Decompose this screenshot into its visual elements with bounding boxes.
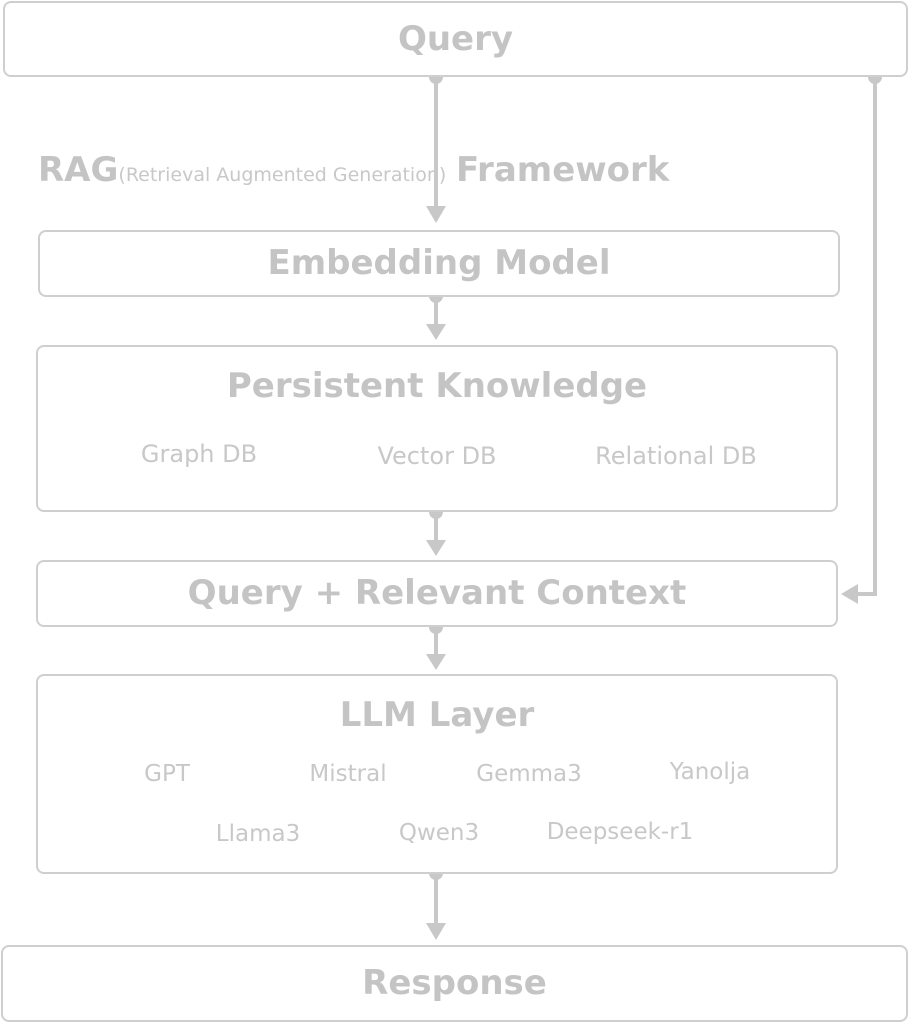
llm-qwen3-label: Qwen3 (398, 820, 480, 846)
llm-gpt-label: GPT (144, 761, 190, 787)
graph-db-label: Graph DB (140, 440, 258, 468)
llm-layer-box: LLM Layer GPT Mistral Gemma3 Yanolja Lla… (36, 674, 838, 874)
persistent-knowledge-box: Persistent Knowledge Graph DB Vector DB … (36, 345, 838, 512)
llm-gemma3-label: Gemma3 (476, 761, 582, 787)
embedding-model-box: Embedding Model (38, 230, 840, 297)
vector-db-label: Vector DB (377, 442, 497, 470)
arrow-context-to-llm (426, 620, 446, 670)
response-box: Response (1, 945, 908, 1022)
arrow-llm-to-response (426, 866, 446, 940)
llm-layer-title: LLM Layer (339, 695, 535, 735)
relational-db-label: Relational DB (595, 442, 757, 470)
query-context-box: Query + Relevant Context (36, 560, 838, 627)
rag-label-sub: (Retrieval Augmented Generation) (118, 164, 447, 186)
arrow-query-bypass-to-context (841, 70, 882, 604)
query-box: Query (3, 1, 908, 77)
rag-label-main: RAG (38, 150, 119, 190)
query-title: Query (397, 19, 514, 59)
persistent-knowledge-title: Persistent Knowledge (226, 366, 648, 406)
llm-mistral-label: Mistral (309, 761, 387, 787)
arrow-knowledge-to-context (426, 505, 446, 556)
llm-yanolja-label: Yanolja (669, 759, 751, 785)
arrow-query-to-embedding (426, 70, 446, 223)
framework-label: Framework (456, 150, 670, 190)
rag-label: RAG(Retrieval Augmented Generation) (38, 150, 446, 190)
embedding-model-title: Embedding Model (267, 243, 611, 283)
query-context-title: Query + Relevant Context (187, 573, 687, 613)
llm-deepseek-label: Deepseek-r1 (546, 819, 694, 845)
response-title: Response (362, 963, 547, 1003)
llm-llama3-label: Llama3 (215, 821, 301, 847)
